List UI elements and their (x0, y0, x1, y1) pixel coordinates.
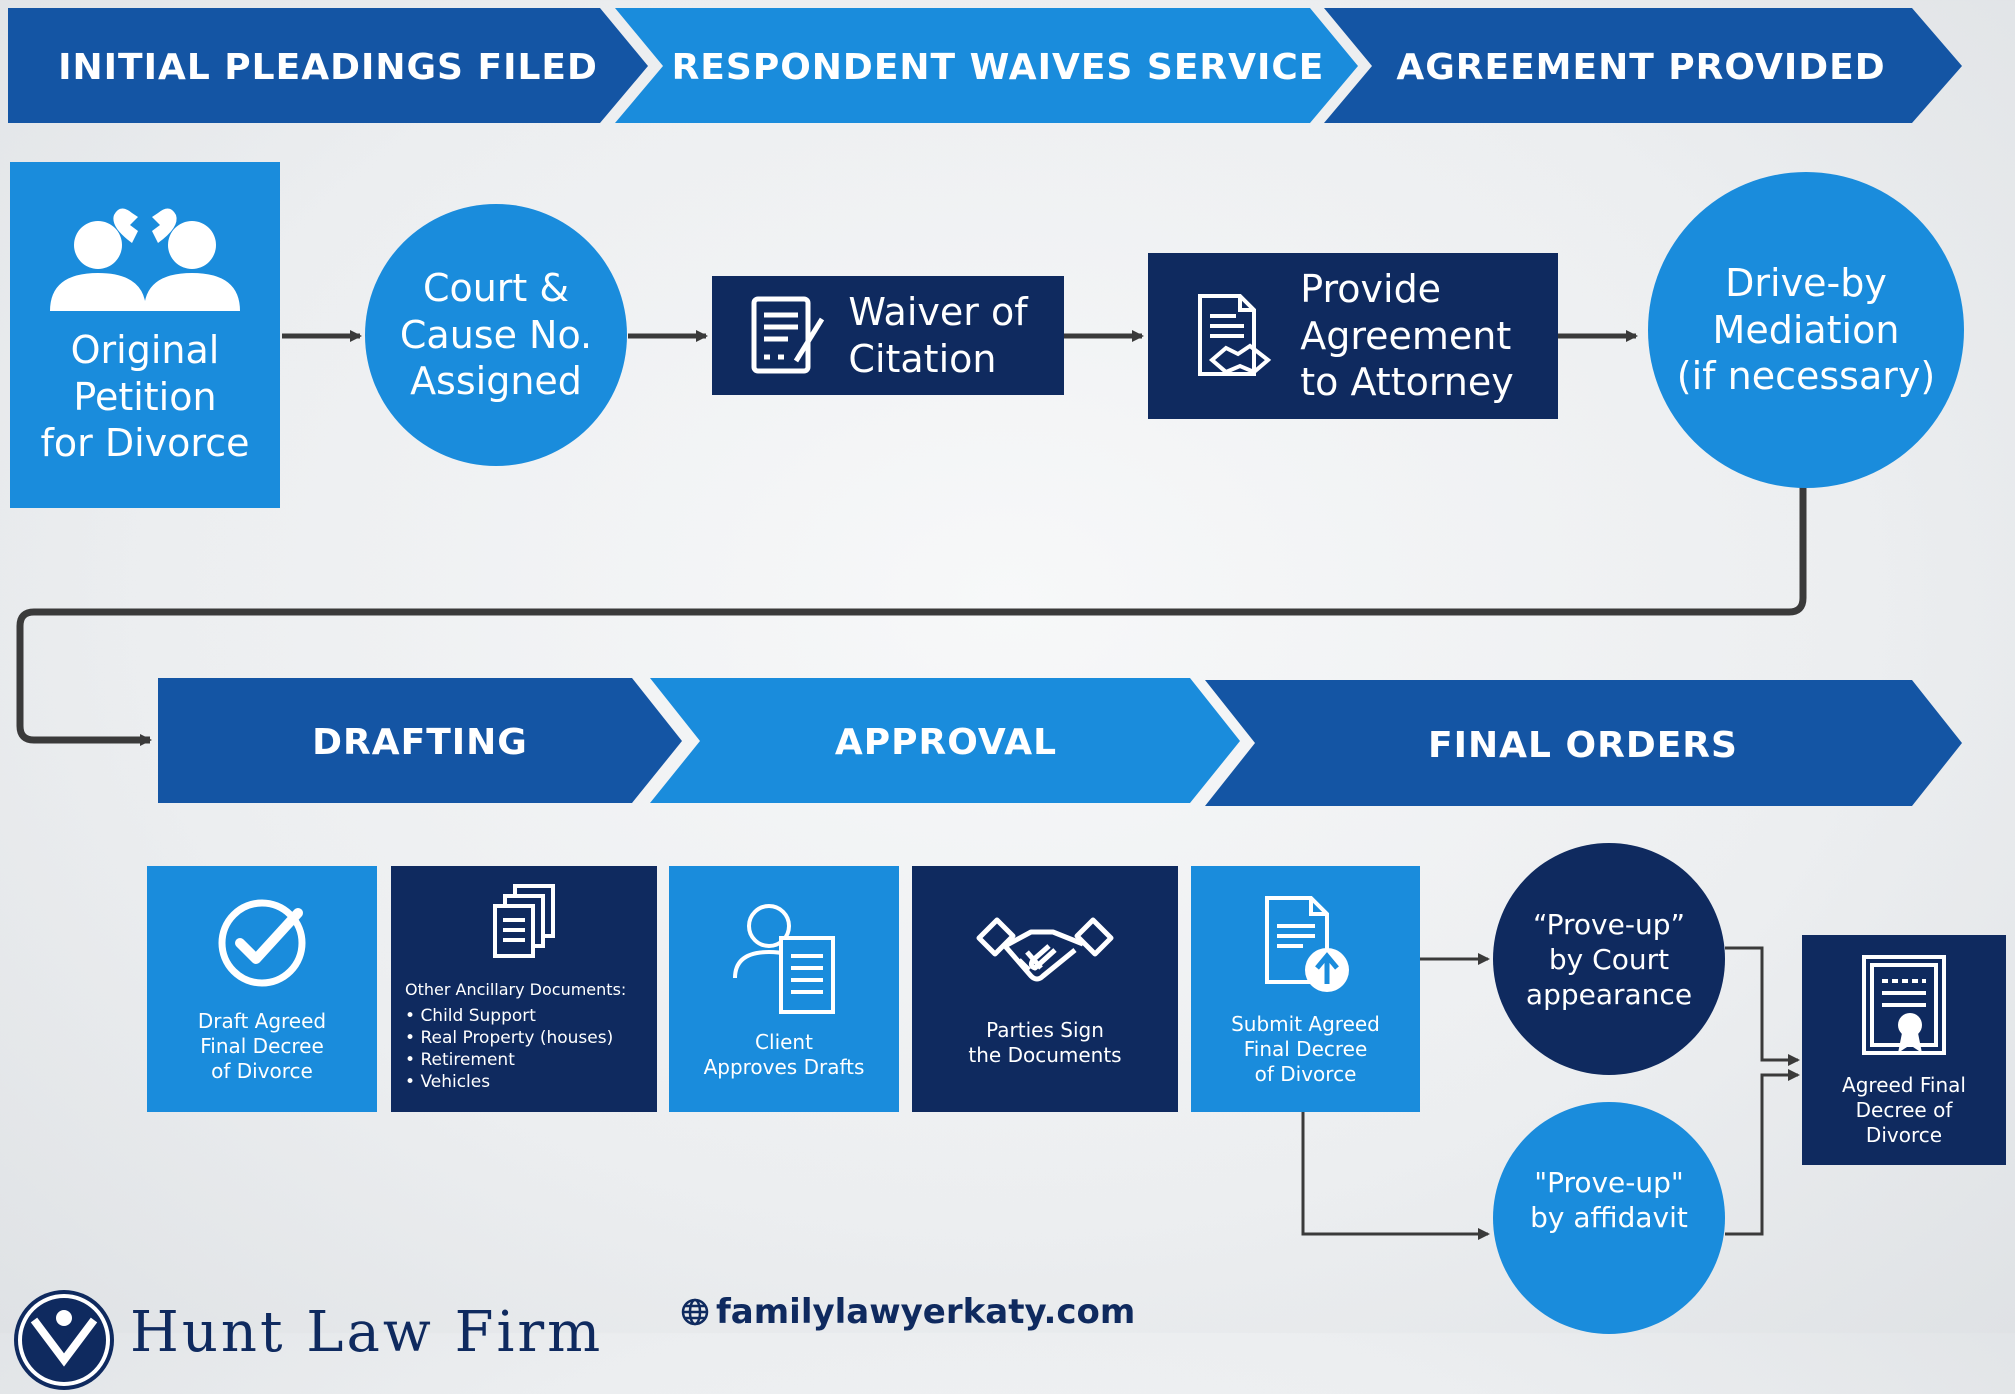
step-proveup-court: “Prove-up” by Court appearance (1493, 843, 1725, 1075)
sign-line: Parties Sign (986, 1018, 1104, 1042)
top-connectors (16, 330, 1807, 746)
final-line: Agreed Final (1842, 1072, 1966, 1097)
connector-arrow (1725, 1069, 1800, 1236)
submit-line: of Divorce (1254, 1061, 1357, 1086)
flow-diagram: INITIAL PLEADINGS FILED RESPONDENT WAIVE… (8, 8, 1962, 1240)
step-parties-sign: Parties Sign the Documents (912, 866, 1178, 1112)
petition-line: Petition (73, 374, 217, 419)
agreement-line: Agreement (1300, 313, 1512, 358)
stage-banner-initial-pleadings (8, 8, 648, 123)
step-agreed-final-decree: Agreed Final Decree of Divorce (1802, 935, 2006, 1165)
top-banner: INITIAL PLEADINGS FILED RESPONDENT WAIVE… (8, 8, 1962, 123)
stacked-documents-icon (493, 884, 555, 958)
mediation-line: Mediation (1712, 307, 1900, 352)
agreement-line: Provide (1300, 267, 1442, 312)
certificate-icon (1862, 954, 1946, 1055)
submit-line: Final Decree (1243, 1036, 1368, 1061)
globe-icon (681, 1298, 709, 1326)
handshake-icon (976, 917, 1114, 982)
mediation-line: Drive-by (1725, 261, 1887, 306)
petition-line: for Divorce (40, 421, 250, 466)
checkmark-circle-icon (218, 899, 306, 986)
court-line: Court & (422, 266, 570, 311)
step-court-cause-assigned: Court & Cause No. Assigned (365, 204, 627, 466)
draft-line: of Divorce (211, 1058, 313, 1083)
bottom-banner: DRAFTING APPROVAL FINAL ORDERS (158, 678, 1962, 806)
proveup-court-line: “Prove-up” (1532, 907, 1685, 941)
person-document-icon (733, 904, 835, 1014)
step-original-petition: Original Petition for Divorce (10, 162, 280, 508)
step-client-approves: Client Approves Drafts (669, 866, 899, 1112)
stage-label-respondent-waives: RESPONDENT WAIVES SERVICE (672, 47, 1325, 88)
petition-line: Original (70, 328, 220, 373)
connector-arrow (1725, 946, 1800, 1066)
client-line: Client (755, 1030, 813, 1054)
stage-label-drafting: DRAFTING (312, 722, 528, 763)
mediation-line: (if necessary) (1676, 354, 1936, 399)
sign-line: the Documents (968, 1043, 1122, 1067)
connector-arrow (1301, 1112, 1490, 1240)
agreement-line: to Attorney (1300, 360, 1514, 405)
list-item: Vehicles (405, 1071, 613, 1093)
firm-logo (14, 1290, 114, 1390)
ancillary-title: Other Ancillary Documents: (405, 980, 627, 999)
waiver-line: Citation (848, 336, 997, 381)
draft-line: Final Decree (200, 1033, 324, 1058)
ancillary-list: Child Support Real Property (houses) Ret… (405, 1005, 613, 1093)
stage-label-agreement-provided: AGREEMENT PROVIDED (1396, 47, 1885, 88)
bottom-connectors (1301, 946, 1800, 1240)
proveup-court-line: appearance (1525, 977, 1693, 1011)
submit-line: Submit Agreed (1231, 1011, 1380, 1036)
step-provide-agreement: Provide Agreement to Attorney (1148, 253, 1558, 419)
step-waiver-of-citation: Waiver of Citation (712, 276, 1064, 395)
list-item: Retirement (405, 1049, 613, 1071)
step-submit-decree: Submit Agreed Final Decree of Divorce (1191, 866, 1420, 1112)
document-handshake-icon (1198, 294, 1272, 376)
stage-banner-drafting (158, 678, 682, 803)
stage-banner-final-orders (1205, 680, 1962, 806)
proveup-affidavit-line: "Prove-up" (1534, 1166, 1684, 1199)
step-proveup-affidavit: "Prove-up" by affidavit (1493, 1102, 1725, 1334)
list-item: Child Support (405, 1005, 613, 1027)
step-ancillary-documents: Other Ancillary Documents: Child Support… (391, 866, 657, 1112)
footer-website[interactable]: familylawyerkaty.com (680, 1292, 1135, 1332)
final-line: Decree of (1855, 1097, 1953, 1122)
court-line: Cause No. (399, 312, 593, 357)
connector-wrap-line (16, 484, 1807, 746)
proveup-affidavit-line: by affidavit (1530, 1201, 1688, 1234)
couple-broken-heart-icon (50, 208, 240, 312)
stage-label-approval: APPROVAL (835, 722, 1057, 763)
stage-banner-respondent-waives (615, 8, 1358, 123)
proveup-court-line: by Court (1548, 942, 1670, 976)
step-draft-decree: Draft Agreed Final Decree of Divorce (147, 866, 377, 1112)
stage-label-initial-pleadings: INITIAL PLEADINGS FILED (58, 47, 598, 88)
step-drive-by-mediation: Drive-by Mediation (if necessary) (1648, 172, 1964, 488)
document-sign-icon (751, 296, 825, 373)
stage-banner-agreement-provided (1324, 8, 1962, 123)
stage-label-final-orders: FINAL ORDERS (1428, 725, 1738, 766)
court-line: Assigned (410, 359, 582, 404)
draft-line: Draft Agreed (197, 1008, 327, 1033)
firm-logo-emblem (18, 1294, 110, 1386)
footer-url-text[interactable]: familylawyerkaty.com (716, 1292, 1136, 1332)
document-upload-icon (1264, 895, 1349, 992)
stage-banner-approval (650, 678, 1240, 803)
waiver-line: Waiver of (848, 290, 1028, 335)
list-item: Real Property (houses) (405, 1027, 613, 1049)
client-line: Approves Drafts (703, 1055, 865, 1079)
final-line: Divorce (1865, 1122, 1943, 1147)
